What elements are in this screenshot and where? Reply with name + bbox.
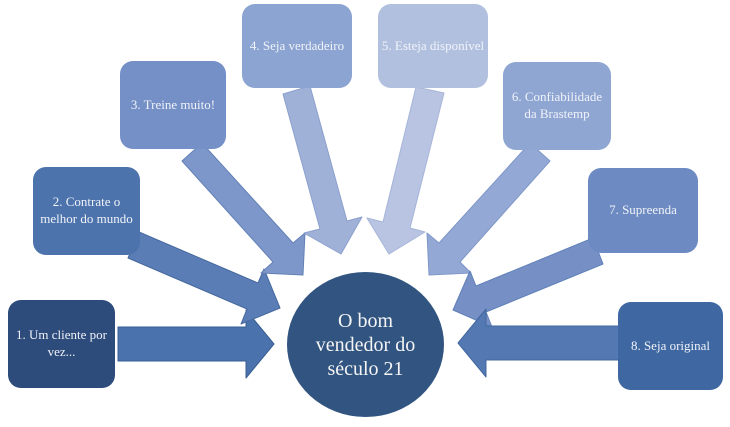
step-label-6: 6. Confiabilidade da Brastemp xyxy=(511,89,603,121)
step-box-2: 2. Contrate o melhor do mundo xyxy=(33,167,140,255)
step-box-8: 8. Seja original xyxy=(618,302,723,390)
step-label-4: 4. Seja verdadeiro xyxy=(249,37,345,53)
step-box-3: 3. Treine muito! xyxy=(120,61,226,149)
arrow-5-icon xyxy=(366,86,445,255)
center-label: O bom vendedor do século 21 xyxy=(315,309,416,380)
arrow-6-icon xyxy=(426,142,551,276)
step-label-2: 2. Contrate o melhor do mundo xyxy=(40,194,133,226)
step-box-4: 4. Seja verdadeiro xyxy=(242,4,352,88)
step-box-7: 7. Supreenda xyxy=(588,168,698,253)
step-label-8: 8. Seja original xyxy=(630,337,711,353)
step-label-5: 5. Esteja disponível xyxy=(381,37,485,53)
step-label-7: 7. Supreenda xyxy=(609,202,677,218)
step-box-5: 5. Esteja disponível xyxy=(378,4,488,88)
arrow-4-icon xyxy=(282,85,363,255)
step-box-6: 6. Confiabilidade da Brastemp xyxy=(503,62,611,150)
step-label-3: 3. Treine muito! xyxy=(130,96,216,112)
arrow-1-icon xyxy=(117,309,275,379)
center-circle: O bom vendedor do século 21 xyxy=(287,272,444,417)
arrow-3-icon xyxy=(181,142,306,276)
arrow-7-icon xyxy=(452,237,604,328)
arrow-8-icon xyxy=(457,308,621,378)
step-label-1: 1. Um cliente por vez... xyxy=(16,327,107,359)
step-box-1: 1. Um cliente por vez... xyxy=(8,300,115,388)
arrow-2-icon xyxy=(127,231,281,325)
